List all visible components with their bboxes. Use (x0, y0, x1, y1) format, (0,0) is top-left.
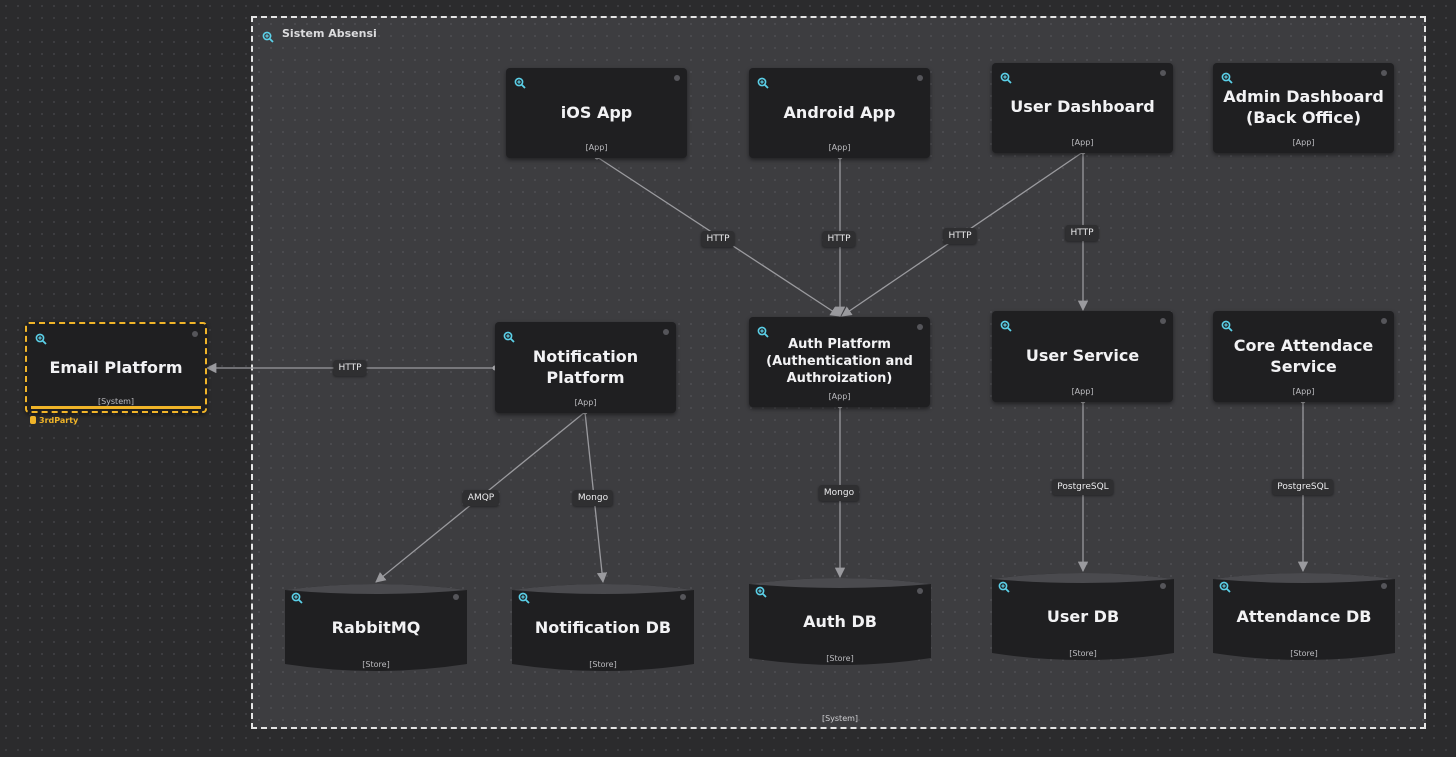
node-title: Notification (532, 347, 639, 366)
cylinder-shape (749, 578, 931, 665)
store-tag: [Store] (362, 660, 390, 669)
node-subtitle: (Back Office) (1245, 108, 1362, 127)
node-tag: [App] (1071, 138, 1094, 147)
rabbitmq-store[interactable]: RabbitMQ [Store] (285, 582, 467, 674)
store-title: Notification DB (534, 618, 672, 637)
node-title: Auth Platform (788, 337, 891, 352)
edge-label-auth-db[interactable]: Mongo (818, 485, 860, 501)
edge-label-notification-email[interactable]: HTTP (333, 360, 367, 376)
status-dot (1160, 70, 1166, 76)
store-tag: [Store] (1069, 649, 1097, 658)
node-title: User Service (1025, 346, 1140, 365)
zoom-icon[interactable] (1000, 69, 1012, 88)
node-title: Email Platform (49, 358, 183, 377)
status-dot (1381, 70, 1387, 76)
node-tag: [App] (1071, 387, 1094, 396)
ios-app-node[interactable]: iOS App [App] (506, 68, 687, 158)
zoom-icon[interactable] (1221, 317, 1233, 336)
core-attendance-node[interactable]: Core Attendace Service [App] (1213, 311, 1394, 402)
node-tag: [App] (574, 398, 597, 407)
node-tag: [App] (1292, 138, 1315, 147)
status-dot (917, 75, 923, 81)
status-dot (453, 594, 459, 600)
status-dot (192, 331, 198, 337)
zoom-icon[interactable] (503, 328, 515, 347)
node-title: Android App (783, 103, 896, 122)
status-dot (1160, 318, 1166, 324)
cylinder-shape (285, 584, 467, 671)
store-tag: [Store] (589, 660, 617, 669)
cylinder-shape (992, 573, 1174, 660)
node-tag: [System] (97, 397, 135, 406)
user-db-store[interactable]: User DB [Store] (992, 571, 1174, 663)
status-dot (917, 324, 923, 330)
node-tag: [App] (1292, 387, 1315, 396)
status-dot (1381, 318, 1387, 324)
cylinder-shape (1213, 573, 1395, 660)
admin-dashboard-node[interactable]: Admin Dashboard (Back Office) [App] (1213, 63, 1394, 153)
store-tag: [Store] (826, 654, 854, 663)
edge-label-notification-db[interactable]: Mongo (572, 490, 614, 506)
zoom-icon[interactable] (757, 74, 769, 93)
node-tag: [App] (828, 143, 851, 152)
notification-platform-node[interactable]: Notification Platform [App] (495, 322, 676, 413)
status-dot (674, 75, 680, 81)
node-title: Admin Dashboard (1223, 87, 1384, 106)
node-subtitle: Service (1270, 357, 1337, 376)
edge-label-user-service-db[interactable]: PostgreSQL (1052, 479, 1114, 495)
status-dot (1381, 583, 1387, 589)
android-app-node[interactable]: Android App [App] (749, 68, 930, 158)
store-tag: [Store] (1290, 649, 1318, 658)
zoom-icon[interactable] (514, 74, 526, 93)
auth-db-store[interactable]: Auth DB [Store] (749, 576, 931, 668)
node-tag: [App] (585, 143, 608, 152)
edge-label-dashboard-auth[interactable]: HTTP (943, 228, 977, 244)
third-party-badge: 3rdParty (30, 416, 78, 425)
email-platform-node[interactable]: Email Platform [System] (25, 322, 207, 413)
store-title: User DB (1046, 607, 1120, 626)
store-title: RabbitMQ (331, 618, 421, 637)
store-title: Auth DB (803, 612, 877, 631)
boundary-title: Sistem Absensi (282, 27, 377, 40)
external-bar (31, 406, 201, 409)
attendance-db-store[interactable]: Attendance DB [Store] (1213, 571, 1395, 663)
db-icon (30, 416, 36, 424)
status-dot (663, 329, 669, 335)
cylinder-shape (512, 584, 694, 671)
node-title: User Dashboard (1010, 97, 1155, 116)
zoom-icon[interactable] (1000, 317, 1012, 336)
edge-label-dashboard-user-service[interactable]: HTTP (1065, 225, 1099, 241)
node-subtitle-2: Authroization) (786, 371, 893, 386)
zoom-icon[interactable] (262, 28, 274, 47)
status-dot (917, 588, 923, 594)
auth-platform-node[interactable]: Auth Platform (Authentication and Authro… (749, 317, 930, 407)
node-title: Core Attendace (1233, 336, 1374, 355)
user-service-node[interactable]: User Service [App] (992, 311, 1173, 402)
edge-label-ios-auth[interactable]: HTTP (701, 231, 735, 247)
zoom-icon[interactable] (35, 330, 47, 349)
store-title: Attendance DB (1236, 607, 1372, 626)
zoom-icon[interactable] (757, 323, 769, 342)
edge-label-core-attendance-db[interactable]: PostgreSQL (1272, 479, 1334, 495)
node-tag: [App] (828, 392, 851, 401)
node-subtitle: Platform (546, 368, 625, 387)
status-dot (680, 594, 686, 600)
user-dashboard-node[interactable]: User Dashboard [App] (992, 63, 1173, 153)
status-dot (1160, 583, 1166, 589)
notification-db-store[interactable]: Notification DB [Store] (512, 582, 694, 674)
badge-label: 3rdParty (39, 416, 79, 425)
edge-label-notification-rabbitmq[interactable]: AMQP (462, 490, 500, 506)
boundary-tag: [System] (821, 714, 859, 723)
node-subtitle: (Authentication and (766, 354, 913, 369)
edge-label-android-auth[interactable]: HTTP (822, 231, 856, 247)
zoom-icon[interactable] (1221, 69, 1233, 88)
node-title: iOS App (560, 103, 633, 122)
